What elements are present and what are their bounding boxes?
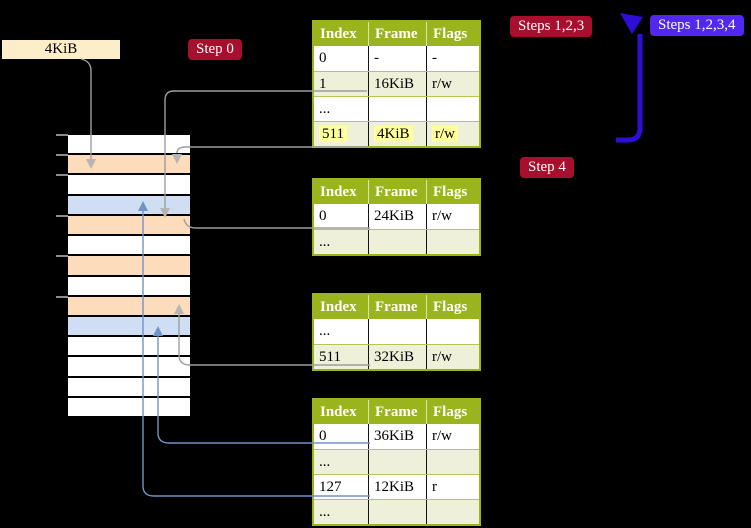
column-header: Index — [320, 26, 357, 42]
table-cell: r/w — [426, 345, 479, 369]
table-cell: r — [426, 475, 479, 499]
memory-frame-row-2 — [68, 175, 190, 194]
arrowhead-steps-loop — [620, 13, 643, 34]
table-row: ... — [314, 499, 479, 524]
table-cell: - — [426, 46, 479, 71]
physical-memory-stack — [68, 135, 190, 417]
table-cell — [426, 230, 479, 254]
table-cell: 36KiB — [368, 424, 426, 449]
column-header: Flags — [426, 400, 479, 424]
memory-frame-row-13 — [68, 397, 190, 417]
table-cell: ... — [319, 234, 331, 250]
column-header: Frame — [368, 22, 426, 46]
memory-address-tick — [56, 154, 68, 157]
table-row: 0 -- — [314, 46, 479, 71]
column-header: Flags — [426, 295, 479, 319]
table-cell: ... — [319, 454, 331, 470]
memory-frame-row-3 — [68, 195, 190, 214]
column-header: Index — [320, 184, 357, 200]
table-cell: r/w — [426, 424, 479, 449]
table-cell: ... — [319, 101, 331, 117]
table-cell: 4KiB — [368, 122, 426, 146]
table-cell: 0 — [319, 208, 327, 224]
memory-address-tick — [56, 174, 68, 177]
memory-address-tick — [56, 295, 68, 298]
table-cell: 24KiB — [368, 204, 426, 229]
table-cell: 127 — [319, 479, 342, 495]
step4-badge: Step 4 — [520, 157, 574, 178]
table-cell: 1 — [319, 76, 327, 92]
column-header: Index — [320, 404, 357, 420]
steps1234-badge: Steps 1,2,3,4 — [650, 15, 744, 36]
column-header: Frame — [368, 295, 426, 319]
table-cell: 0 — [319, 428, 327, 444]
table-cell — [368, 450, 426, 474]
table-cell — [426, 500, 479, 524]
table-row: ... — [314, 229, 479, 254]
table-cell: 32KiB — [368, 345, 426, 369]
memory-address-tick — [56, 255, 68, 258]
column-header: Flags — [426, 180, 479, 204]
table-cell — [368, 97, 426, 121]
table-cell: r/w — [426, 122, 479, 146]
table-cell — [426, 97, 479, 121]
table-cell — [368, 230, 426, 254]
column-header: Frame — [368, 180, 426, 204]
steps123-badge: Steps 1,2,3 — [510, 16, 593, 37]
column-header: Frame — [368, 400, 426, 424]
memory-frame-row-0 — [68, 135, 190, 154]
page-size-label: 4KiB — [2, 40, 120, 59]
memory-frame-row-9 — [68, 316, 190, 336]
memory-frame-row-6 — [68, 256, 190, 275]
table-cell: 511 — [314, 122, 368, 146]
memory-frame-row-12 — [68, 377, 190, 396]
memory-frame-row-4 — [68, 215, 190, 235]
table-cell: r/w — [426, 204, 479, 229]
table-cell: r/w — [426, 72, 479, 96]
table-cell — [368, 319, 426, 344]
column-header: Index — [320, 299, 357, 315]
memory-frame-row-5 — [68, 236, 190, 255]
memory-frame-row-11 — [68, 357, 190, 376]
memory-address-tick — [56, 214, 68, 217]
table-cell: - — [368, 46, 426, 71]
table-cell: 0 — [319, 50, 327, 66]
memory-frame-row-7 — [68, 276, 190, 295]
table-cell: ... — [319, 323, 331, 339]
memory-address-tick — [56, 134, 68, 136]
memory-frame-row-10 — [68, 337, 190, 356]
table-row: ... — [314, 319, 479, 344]
table-cell — [426, 319, 479, 344]
table-row: ... — [314, 449, 479, 474]
table-cell — [368, 500, 426, 524]
memory-frame-row-1 — [68, 155, 190, 174]
table-cell — [426, 450, 479, 474]
memory-frame-row-8 — [68, 296, 190, 315]
table-row: ... — [314, 96, 479, 121]
step0-badge: Step 0 — [188, 39, 242, 60]
table-cell: 511 — [319, 349, 341, 365]
table-cell: 12KiB — [368, 475, 426, 499]
table-cell: 16KiB — [368, 72, 426, 96]
table-cell: ... — [319, 504, 331, 520]
arrow-steps-loop — [616, 34, 643, 143]
column-header: Flags — [426, 22, 479, 46]
